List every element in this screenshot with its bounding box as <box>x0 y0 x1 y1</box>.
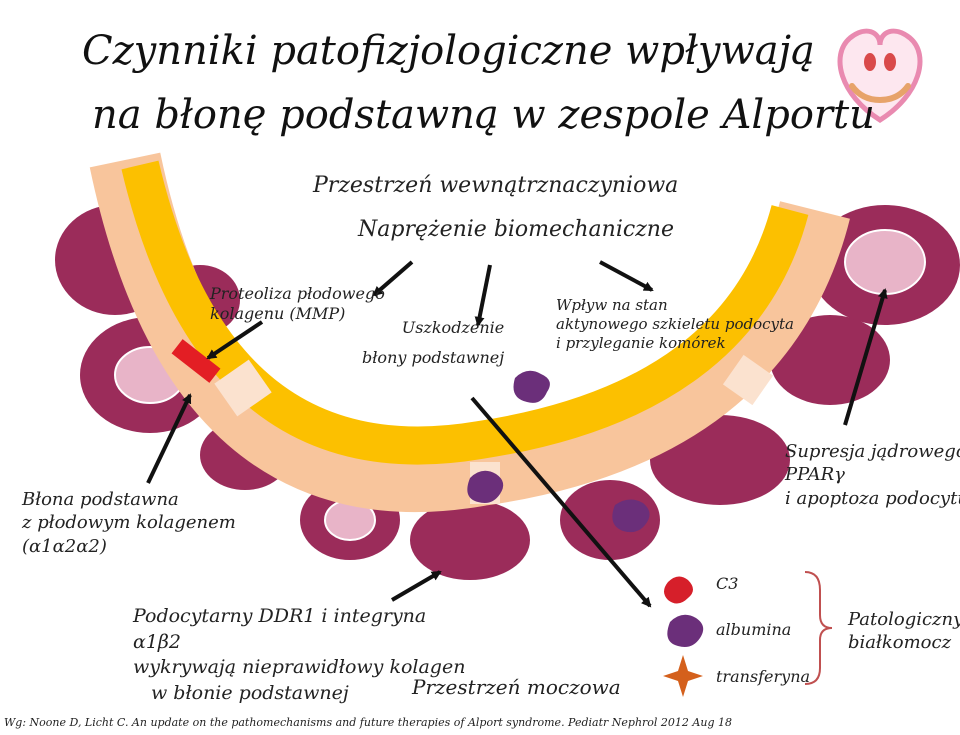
suppression-label-line: Supresja jądrowego <box>785 441 960 462</box>
title-line-2: na błonę podstawną w zespole Alportu <box>92 92 875 138</box>
basement-label-line: Błona podstawna <box>22 489 179 510</box>
legend-transferrin-label: transferyna <box>716 667 811 686</box>
protein-inclusions <box>467 370 650 533</box>
suppression-label: Supresja jądrowego PPARγ i apoptoza podo… <box>785 440 960 510</box>
basement-membrane-core <box>121 160 809 465</box>
heart-hands-kidney-icon <box>837 28 923 123</box>
cytoskeleton-label-line: Wpływ na stan <box>556 296 668 314</box>
arrow-stress-to-damage <box>474 264 492 327</box>
cytoskeleton-label-line: aktynowego szkieletu podocyta <box>556 314 794 333</box>
legend-albumin-glyph <box>667 614 704 647</box>
basement-membrane-label: Błona podstawna z płodowym kolagenem (α1… <box>22 488 236 558</box>
legend-c3-glyph <box>664 576 693 604</box>
title-line-1: Czynniki patofizjologiczne wpływają <box>82 28 815 74</box>
arrow-stress-to-cytoskeleton <box>599 260 654 292</box>
arrow-stress-to-proteolysis <box>372 260 414 297</box>
pathological-proteinuria-label: Patologiczny białkomocz <box>848 608 960 655</box>
legend-albumin-label: albumina <box>716 620 792 639</box>
arrow-proteolysis-to-marker <box>206 320 264 360</box>
inner-space-label: Przestrzeń wewnątrznaczyniowa <box>313 173 679 198</box>
basement-membrane-outer-layer <box>89 152 850 513</box>
stress-label: Naprężenie biomechaniczne <box>358 217 674 242</box>
basement-label-line: z płodowym kolagenem <box>22 512 236 534</box>
proteolysis-label-line: kolagenu (MMP) <box>210 304 346 323</box>
damaged-patch <box>722 354 774 406</box>
proteinuria-label-line: białkomocz <box>848 632 952 654</box>
source-citation: Wg: Noone D, Licht C. An update on the p… <box>4 716 732 729</box>
proteinuria-label-line: Patologiczny <box>848 609 960 630</box>
arrow-suppression-to-nucleus <box>843 288 888 426</box>
arrow-basement-label-to-marker <box>146 393 192 484</box>
arrow-podocyte-label-to-cells <box>390 570 442 602</box>
damaged-patch <box>214 359 272 417</box>
legend-transferrin-glyph <box>663 655 703 697</box>
damage-label: Uszkodzenie błony podstawnej <box>362 318 504 368</box>
cytoskeleton-label-line: i przyleganie komórek <box>556 333 726 352</box>
cytoskeleton-label: Wpływ na stan aktynowego szkieletu podoc… <box>556 296 794 352</box>
proteolysis-marker <box>171 339 221 383</box>
damage-label-line: błony podstawnej <box>362 348 505 367</box>
suppression-label-line: i apoptoza podocytu <box>785 487 960 509</box>
proteolysis-label-line: Proteoliza płodowego <box>210 284 385 303</box>
proteolysis-label: Proteoliza płodowego kolagenu (MMP) <box>210 284 385 324</box>
urinary-space-label: Przestrzeń moczowa <box>412 675 621 699</box>
suppression-label-line: PPARγ <box>785 464 845 486</box>
legend-bracket <box>804 571 833 685</box>
podocyte-label-line: α1β2 <box>133 630 181 653</box>
podocyte-label-line: Podocytarny DDR1 i integryna <box>133 605 427 627</box>
legend-c3-label: C3 <box>716 574 739 593</box>
damage-label-line: Uszkodzenie <box>401 318 505 337</box>
podocyte-label-line: wykrywają nieprawidłowy kolagen <box>133 656 466 679</box>
podocyte-receptor-label: Podocytarny DDR1 i integryna α1β2 wykryw… <box>133 604 465 707</box>
arrows <box>146 260 888 608</box>
podocyte-label-line: w błonie podstawnej <box>151 681 349 704</box>
arrow-damage-to-leak <box>470 396 652 608</box>
basement-label-line: (α1α2α2) <box>22 535 107 557</box>
